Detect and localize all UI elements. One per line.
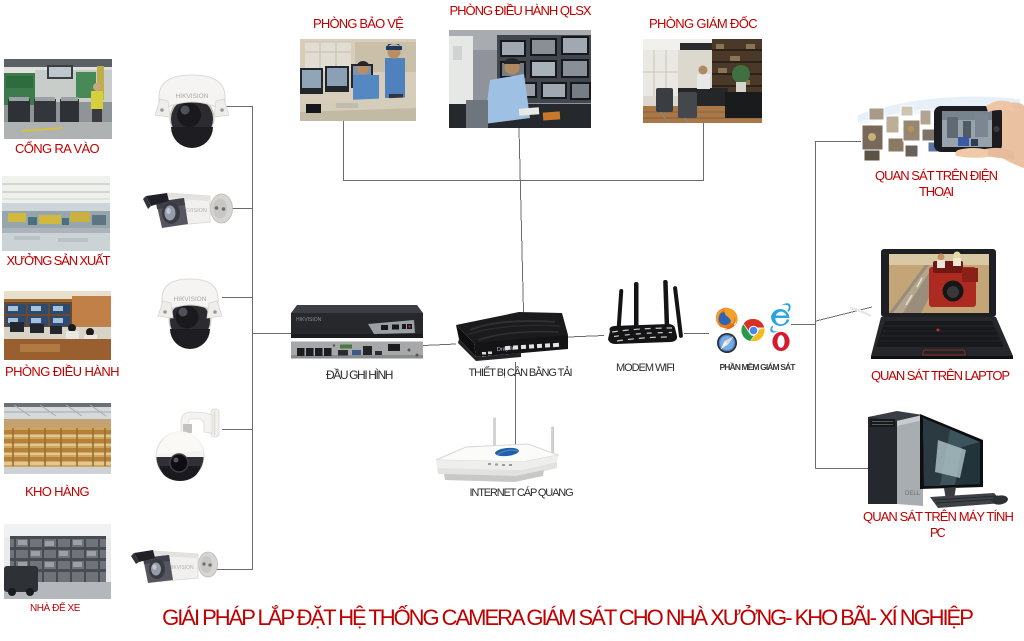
svg-text:HIKVISION: HIKVISION [179,208,207,214]
svg-text:HIKVISION: HIKVISION [296,317,322,323]
svg-text:DELL: DELL [905,491,921,497]
svg-text:HIKVISION: HIKVISION [168,565,194,571]
svg-text:HIKVISION: HIKVISION [176,93,209,100]
svg-text:HIKVISION: HIKVISION [174,296,207,303]
